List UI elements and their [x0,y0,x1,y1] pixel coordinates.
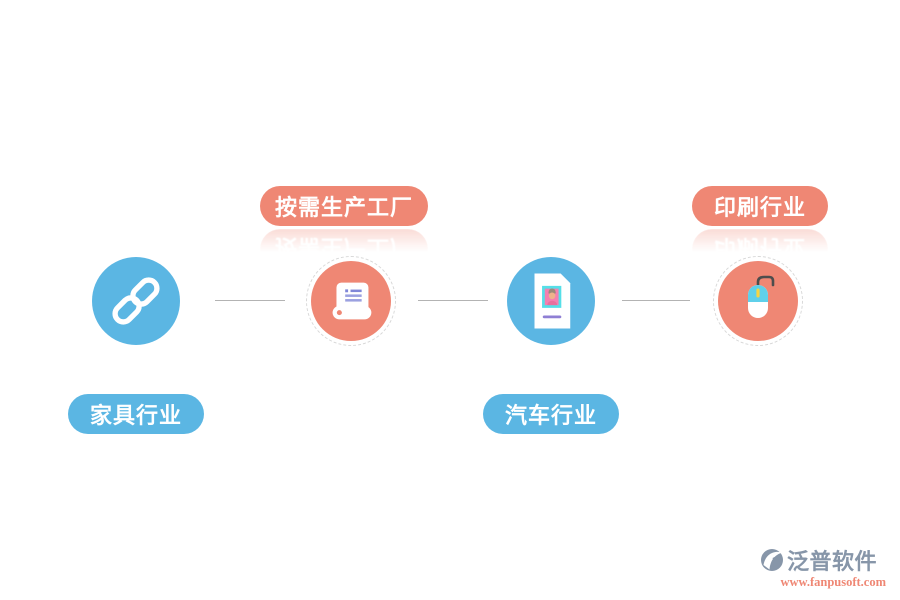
node-circle-automobile [507,257,595,345]
connector-line [622,300,690,301]
label-pill-printing: 印刷行业 [692,186,828,226]
watermark-brand: 泛普软件 [787,549,878,574]
label-pill-automobile: 汽车行业 [483,394,619,434]
connector-line [418,300,488,301]
scroll-icon [320,270,382,332]
fanpu-logo-icon [760,547,784,573]
label-pill-factory: 按需生产工厂 [260,186,428,226]
mouse-icon [726,269,790,333]
connector-line [215,300,285,301]
chain-link-icon [105,270,167,332]
dashed-ring [713,256,803,346]
node-circle-printing [718,261,798,341]
watermark-url: www.fanpusoft.com [780,575,886,589]
label-pill-furniture: 家具行业 [68,394,204,434]
dashed-ring [306,256,396,346]
id-card-icon [507,257,595,345]
node-circle-furniture [92,257,180,345]
watermark: 泛普软件 www.fanpusoft.com [760,544,886,590]
node-circle-factory [311,261,391,341]
